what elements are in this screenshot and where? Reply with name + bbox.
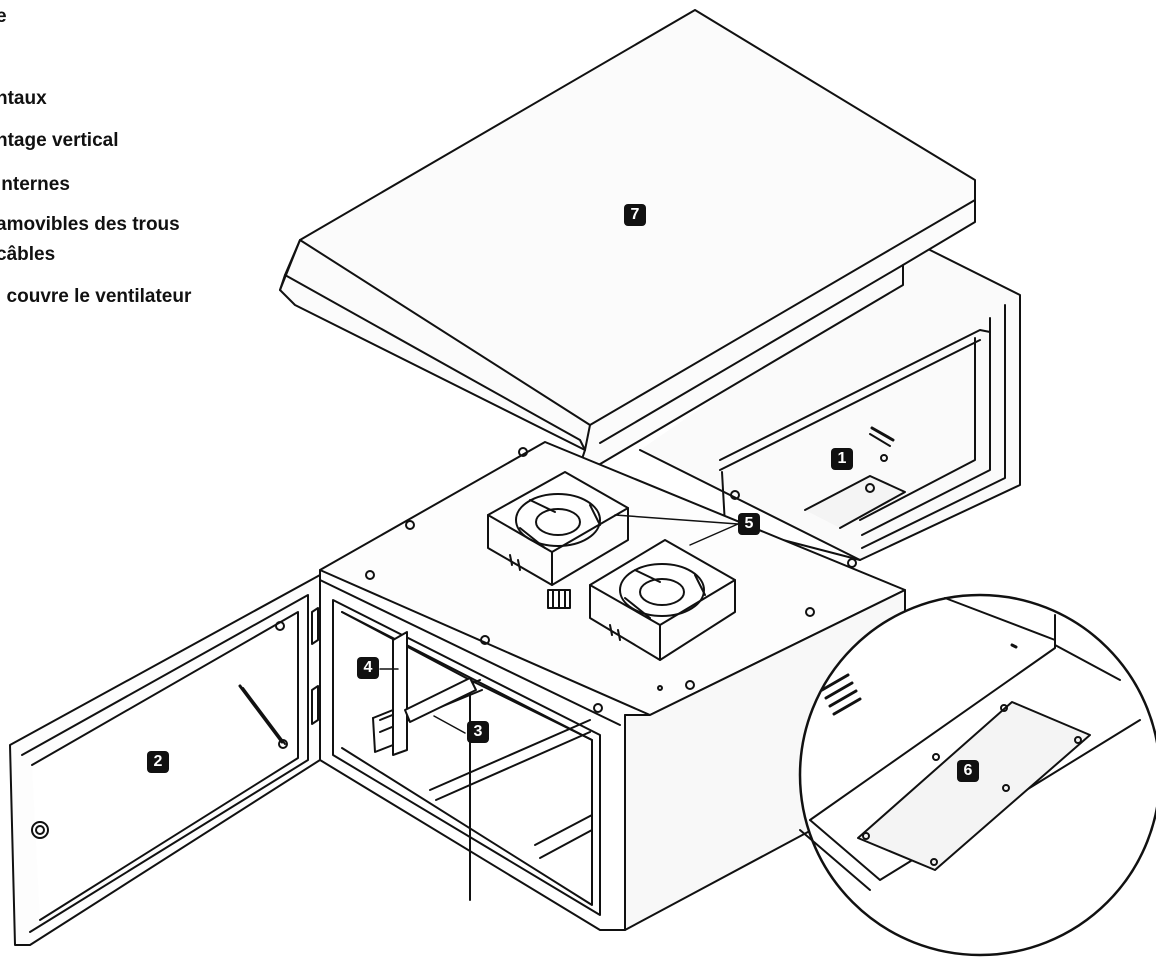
callout-1: 1 xyxy=(831,448,853,470)
legend-line-1: ntaux xyxy=(0,88,47,109)
leader-lines xyxy=(379,514,739,734)
callout-7: 7 xyxy=(624,204,646,226)
legend-line-4: amovibles des trous xyxy=(0,214,180,235)
legend-line-3: internes xyxy=(0,174,70,195)
legend-line-heading: e xyxy=(0,6,7,27)
callout-5: 5 xyxy=(738,513,760,535)
legend-line-2: ntage vertical xyxy=(0,130,119,151)
callout-4: 4 xyxy=(357,657,379,679)
callout-3: 3 xyxy=(467,721,489,743)
legend-line-5: i couvre le ventilateur xyxy=(0,286,192,307)
callout-6: 6 xyxy=(957,760,979,782)
legend: e ntaux ntage vertical internes amovible… xyxy=(0,0,296,330)
fan-left xyxy=(487,471,629,586)
fan-right xyxy=(589,539,736,661)
rear-cabinet-body xyxy=(639,249,1021,561)
legend-line-4b: câbles xyxy=(0,244,56,265)
callout-2: 2 xyxy=(147,751,169,773)
top-cover-lid xyxy=(279,9,976,471)
